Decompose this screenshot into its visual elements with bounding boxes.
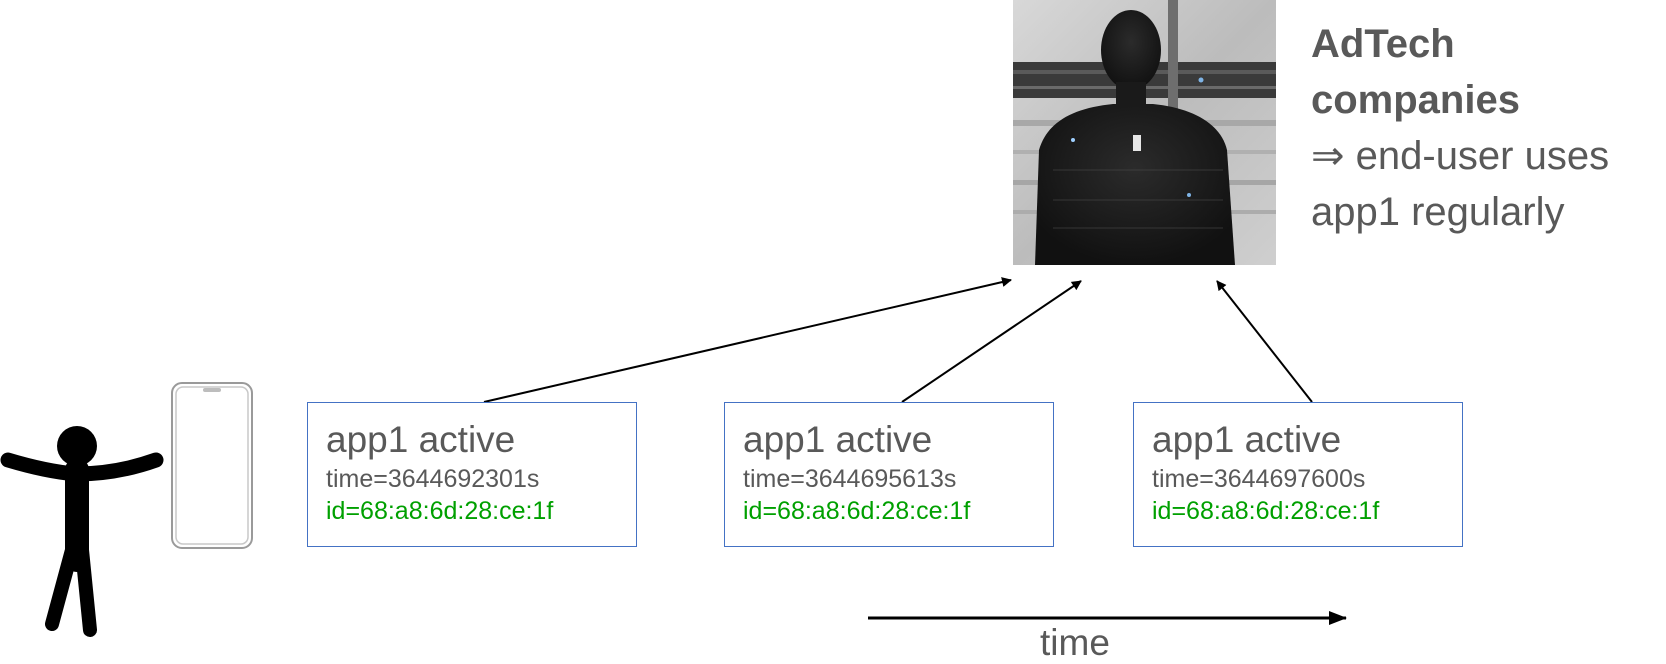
event-timestamp: time=3644695613s [743,465,957,493]
event-title: app1 active [326,419,516,460]
arrow-event-3 [1216,280,1313,403]
time-axis-label: time [1040,622,1110,663]
caption-line3: ⇒ end-user uses [1311,134,1610,178]
event-box-1: app1 active time=3644692301s id=68:a8:6d… [307,402,637,547]
adtech-caption: AdTech companies ⇒ end-user uses app1 re… [1311,16,1666,240]
event-timestamp: time=3644692301s [326,465,540,493]
arrow-event-2 [901,280,1082,403]
person-arms-out-icon [0,426,164,637]
caption-title-line2: companies [1311,78,1520,122]
event-device-id: id=68:a8:6d:28:ce:1f [326,497,554,525]
event-timestamp: time=3644697600s [1152,465,1366,493]
event-title: app1 active [743,419,933,460]
event-device-id: id=68:a8:6d:28:ce:1f [743,497,971,525]
event-box-3: app1 active time=3644697600s id=68:a8:6d… [1133,402,1463,547]
event-box-2: app1 active time=3644695613s id=68:a8:6d… [724,402,1054,547]
event-device-id: id=68:a8:6d:28:ce:1f [1152,497,1380,525]
event-title: app1 active [1152,419,1342,460]
smartphone-icon [171,382,253,549]
caption-title-line1: AdTech [1311,22,1455,66]
caption-line4: app1 regularly [1311,190,1565,234]
server-room-silhouette-photo [1013,0,1276,265]
arrow-event-1 [483,277,1012,403]
